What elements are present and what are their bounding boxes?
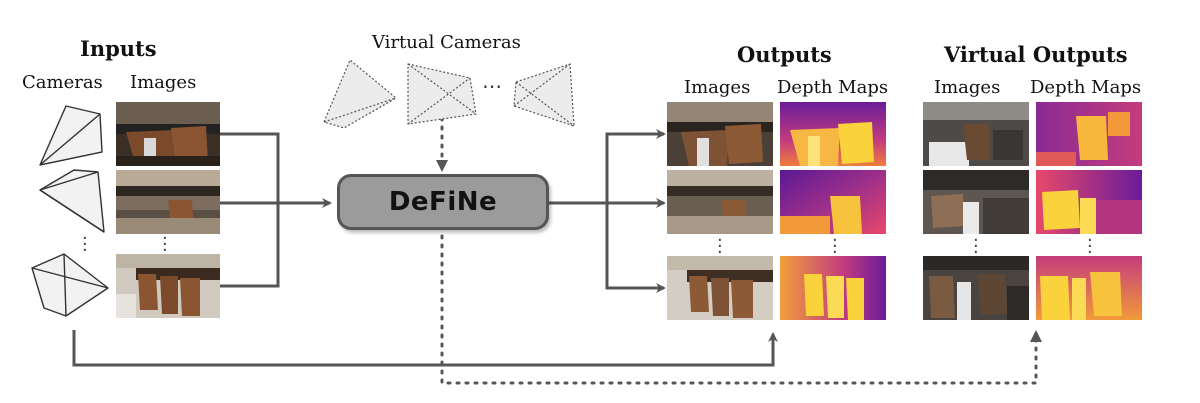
input-image-2 [116, 170, 220, 234]
cameras-label: Cameras [22, 72, 103, 93]
define-model-label: DeFiNe [388, 187, 498, 217]
output-image-2 [667, 170, 773, 234]
output-images-vertical-dots: ··· [717, 230, 723, 263]
cameras-vertical-dots: ··· [82, 228, 88, 261]
input-bracket-line [220, 132, 280, 288]
virtual-camera-2 [407, 63, 477, 125]
define-to-output-1-arrow [605, 129, 666, 203]
input-camera-3 [31, 253, 109, 317]
virtual-depth-map-3 [1036, 256, 1142, 320]
virtual-image-2 [923, 170, 1029, 234]
input-image-3 [116, 254, 220, 318]
virtual-depth-label: Depth Maps [1030, 77, 1142, 98]
virtual-images-label: Images [934, 77, 1001, 98]
virtual-cameras-ellipsis: ⋯ [482, 74, 502, 98]
output-images-label: Images [684, 77, 751, 98]
camera-to-output-arrow [72, 330, 778, 367]
output-image-1 [667, 102, 773, 166]
output-depth-map-2 [780, 170, 886, 234]
output-image-3 [667, 256, 773, 320]
virtual-depth-map-2 [1036, 170, 1142, 234]
virtual-camera-3 [513, 63, 575, 127]
input-images-vertical-dots: ··· [162, 228, 168, 261]
define-to-output-3-arrow [605, 203, 666, 293]
define-model-box: DeFiNe [337, 174, 549, 230]
virtual-depth-vertical-dots: ··· [1087, 230, 1093, 263]
virtual-camera-1 [323, 59, 397, 129]
virtual-images-vertical-dots: ··· [973, 230, 979, 263]
output-depth-vertical-dots: ··· [832, 230, 838, 263]
output-depth-map-1 [780, 102, 886, 166]
input-camera-1 [39, 105, 103, 166]
output-depth-label: Depth Maps [777, 77, 889, 98]
virtual-image-1 [923, 102, 1029, 166]
virtual-outputs-heading: Virtual Outputs [944, 42, 1128, 67]
virtual-depth-map-1 [1036, 102, 1142, 166]
virtual-cameras-heading: Virtual Cameras [372, 32, 521, 53]
virtual-camera-arrowhead [436, 160, 448, 172]
outputs-heading: Outputs [737, 42, 832, 67]
input-images-label: Images [130, 72, 197, 93]
input-camera-2 [39, 169, 105, 233]
input-image-1 [116, 102, 220, 166]
virtual-output-dotted-line [440, 234, 1038, 385]
output-depth-map-3 [780, 256, 886, 320]
inputs-heading: Inputs [80, 36, 157, 61]
virtual-output-arrowhead [1030, 330, 1042, 342]
virtual-image-3 [923, 256, 1029, 320]
